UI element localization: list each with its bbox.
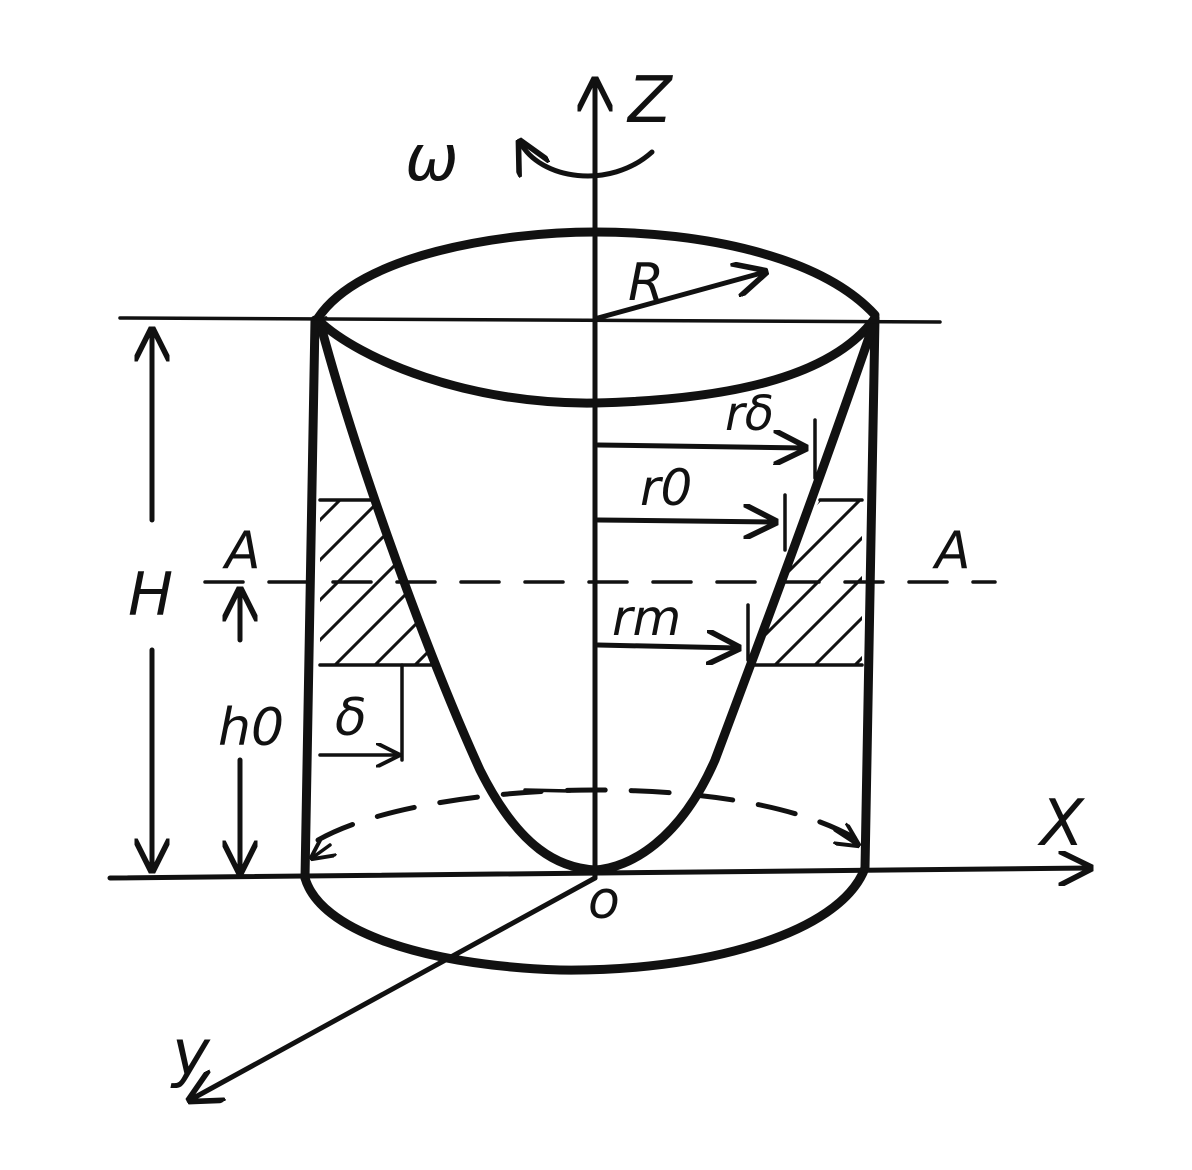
height-label: H xyxy=(128,560,173,630)
rm-label: rm xyxy=(612,589,681,647)
top-level-line xyxy=(118,316,942,324)
x-axis xyxy=(107,868,1090,878)
axis-z-label: Z xyxy=(626,64,673,138)
radius-arrow xyxy=(595,272,765,321)
axis-y-label: y xyxy=(170,1017,211,1091)
r0-label: r0 xyxy=(640,459,692,517)
h0-label: h0 xyxy=(218,698,284,758)
cylinder xyxy=(300,227,880,975)
y-axis xyxy=(190,875,598,1100)
delta-label: δ xyxy=(335,688,367,748)
section-right-label: A xyxy=(932,521,971,581)
cylinder-bottom-front-rim xyxy=(300,863,870,975)
rm-arrow xyxy=(595,603,750,660)
r-delta-arrow xyxy=(595,418,817,480)
cylinder-left-wall xyxy=(300,315,320,883)
r-delta-label: rδ xyxy=(725,386,774,442)
omega-label: ω xyxy=(405,122,459,196)
axis-x-label: X xyxy=(1037,787,1085,861)
left-hatched-section xyxy=(318,498,435,667)
r0-arrow xyxy=(595,493,787,552)
origin-label: o xyxy=(588,871,620,931)
rotation-arrow xyxy=(520,142,655,179)
cylinder-bottom-back-rim xyxy=(315,787,861,843)
cylinder-right-wall xyxy=(860,313,880,873)
section-left-label: A xyxy=(222,521,261,581)
radius-label: R xyxy=(628,253,664,313)
delta-dimension xyxy=(318,663,404,760)
